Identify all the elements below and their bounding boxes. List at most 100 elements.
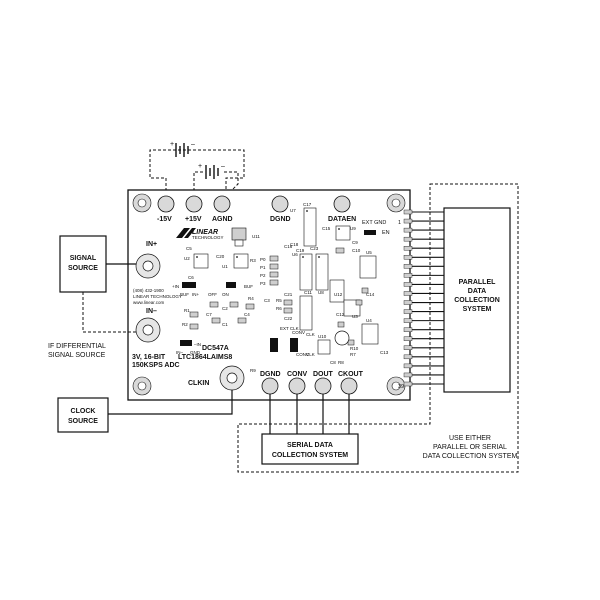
- svg-text:C12: C12: [336, 312, 345, 317]
- svg-text:C15: C15: [322, 226, 331, 231]
- svg-text:R10: R10: [350, 346, 359, 351]
- svg-text:R2: R2: [182, 322, 188, 327]
- terminal-agnd-icon: [213, 195, 231, 213]
- edge-pin: [403, 363, 413, 369]
- pin-conv-icon: [288, 377, 306, 395]
- use-either-line-3: DATA COLLECTION SYSTEM: [423, 453, 518, 460]
- serial-wires: [269, 394, 350, 434]
- pin-dout-icon: [314, 377, 332, 395]
- polarity-minus-2: –: [221, 163, 225, 170]
- board-id: DC547A: [202, 345, 229, 352]
- clkin-label: CLKIN: [188, 380, 209, 387]
- svg-text:BUF: BUF: [244, 284, 253, 289]
- svg-text:U1: U1: [222, 264, 228, 269]
- svg-text:U3: U3: [352, 314, 358, 319]
- edge-pin: [403, 209, 413, 215]
- svg-text:P2: P2: [260, 273, 266, 278]
- use-either-line-1: USE EITHER: [449, 435, 491, 442]
- serial-system-box: [261, 433, 359, 465]
- clock-wire: [108, 390, 233, 415]
- polarity-plus-2: +: [198, 163, 202, 170]
- edge-pin: [403, 291, 413, 296]
- parallel-system-box: [443, 207, 511, 393]
- svg-text:C18: C18: [290, 242, 299, 247]
- svg-text:R1: R1: [184, 308, 190, 313]
- svg-text:P3: P3: [260, 281, 266, 286]
- svg-text:R7: R7: [350, 352, 356, 357]
- svg-text:CONV: CONV: [296, 352, 309, 357]
- svg-text:U10: U10: [318, 334, 327, 339]
- pcb-board: [127, 189, 411, 401]
- svg-text:CLK: CLK: [306, 352, 315, 357]
- svg-text:–IN: –IN: [194, 342, 201, 347]
- clock-source-box: [57, 397, 109, 433]
- edge-pin: [403, 336, 413, 341]
- edge-pin: [403, 282, 413, 287]
- terminal-neg15-label: -15V: [157, 216, 172, 223]
- svg-text:CONV: CONV: [292, 330, 305, 335]
- svg-text:U9: U9: [350, 226, 356, 231]
- svg-text:R5: R5: [276, 298, 282, 303]
- svg-text:C7: C7: [206, 312, 212, 317]
- svg-text:C8: C8: [330, 360, 336, 365]
- adc-desc-1: 3V, 16-BIT: [132, 354, 166, 361]
- svg-text:R6: R6: [276, 306, 282, 311]
- serial-header-pins: [261, 377, 358, 395]
- svg-text:U8: U8: [318, 290, 324, 295]
- u4-ic: [361, 323, 379, 345]
- svg-text:C22: C22: [284, 316, 293, 321]
- parallel-system-line-4: SYSTEM: [463, 306, 492, 313]
- svg-text:C16: C16: [284, 244, 293, 249]
- pin-ckout-icon: [340, 377, 358, 395]
- terminal-dataen-label: DATAEN: [328, 216, 356, 223]
- parallel-system-line-2: DATA: [468, 288, 486, 295]
- svg-text:IN–: IN–: [176, 350, 184, 355]
- polarity-plus-1: +: [170, 141, 174, 148]
- svg-text:BUF: BUF: [180, 292, 189, 297]
- svg-text:U5: U5: [366, 250, 372, 255]
- svg-text:U4: U4: [366, 318, 372, 323]
- passive-components: [189, 247, 369, 346]
- svg-text:C2: C2: [222, 306, 228, 311]
- logo-text: LINEAR: [192, 229, 218, 236]
- svg-text:ON: ON: [222, 292, 229, 297]
- u7-ic: [303, 207, 317, 247]
- svg-text:IN+: IN+: [192, 292, 200, 297]
- u12-ic: [329, 279, 345, 303]
- power-supply-wiring: [149, 143, 245, 197]
- pin-1-label: 1: [398, 220, 401, 226]
- svg-text:P1: P1: [260, 265, 266, 270]
- linear-logo-icon: [176, 228, 196, 238]
- pin-conv-label: CONV: [287, 371, 308, 378]
- terminal-pos15-label: +15V: [185, 216, 202, 223]
- in-plus-label: IN+: [146, 241, 157, 248]
- battery-1-icon: [175, 143, 189, 157]
- svg-text:GND: GND: [190, 350, 201, 355]
- svg-text:C17: C17: [303, 202, 312, 207]
- parallel-data-bus: [412, 211, 444, 385]
- svg-text:C20: C20: [216, 254, 225, 259]
- differential-dashed-wire: [82, 292, 136, 333]
- svg-text:R3: R3: [250, 258, 256, 263]
- company-line-3: www.linear.com: [133, 300, 165, 305]
- edge-pin: [403, 345, 413, 350]
- parallel-system-line-3: COLLECTION: [454, 297, 500, 304]
- svg-text:C6: C6: [188, 275, 194, 280]
- u1-ic: [233, 253, 249, 269]
- u9-ic: [335, 225, 351, 241]
- use-either-line-2: PARALLEL OR SERIAL: [433, 444, 507, 451]
- adc-desc-2: 150KSPS ADC: [132, 362, 180, 369]
- svg-text:C3: C3: [264, 298, 270, 303]
- edge-pin: [403, 264, 413, 269]
- edge-pin: [403, 227, 413, 233]
- svg-text:C21: C21: [284, 292, 293, 297]
- u5-ic: [359, 255, 377, 279]
- ic-dots: [196, 210, 340, 258]
- edge-pin: [403, 300, 413, 305]
- svg-text:C11: C11: [304, 290, 312, 295]
- svg-text:C9: C9: [352, 240, 358, 245]
- u11-regulator: [231, 227, 247, 241]
- edge-pin: [403, 246, 413, 251]
- svg-text:U7: U7: [290, 208, 296, 213]
